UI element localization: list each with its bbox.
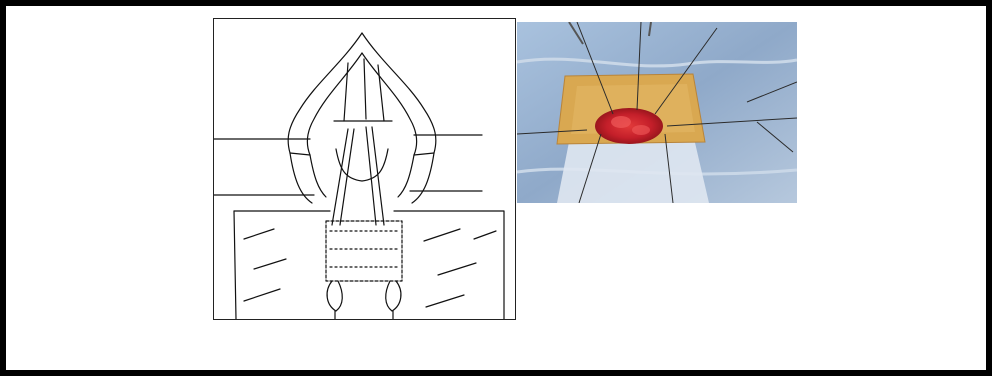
surgical-photo: [517, 22, 797, 203]
surgical-illustration: [213, 18, 516, 320]
